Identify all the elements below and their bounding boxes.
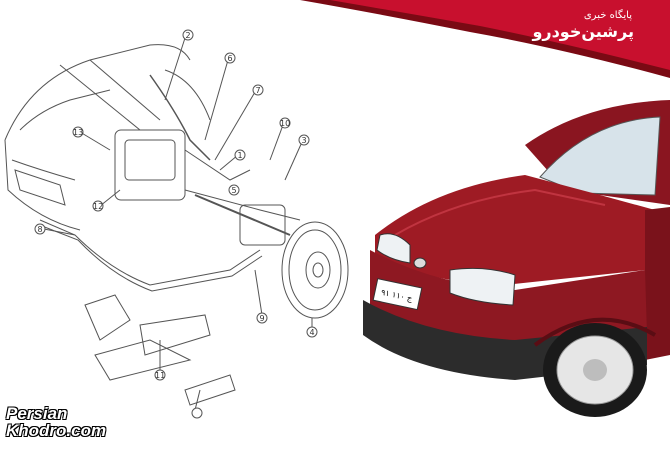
header-banner bbox=[300, 0, 670, 78]
callout-12: 12 bbox=[93, 202, 103, 211]
logo-line-2: Khodro.com bbox=[6, 421, 107, 440]
callout-9: 9 bbox=[260, 314, 265, 323]
callout-11: 11 bbox=[155, 371, 165, 380]
persiankhodro-logo: Persian Khodro.com bbox=[6, 405, 106, 439]
callout-8: 8 bbox=[38, 225, 43, 234]
callout-7: 7 bbox=[256, 86, 261, 95]
callout-1: 1 bbox=[238, 151, 243, 160]
callout-6: 6 bbox=[228, 54, 233, 63]
callout-10: 10 bbox=[280, 119, 290, 128]
callout-5: 5 bbox=[232, 186, 237, 195]
site-name: پرشین‌خودرو bbox=[532, 22, 634, 41]
logo-line-1: Persian bbox=[6, 404, 68, 423]
steering-diagram: 2 6 7 10 3 13 1 5 8 12 9 4 11 bbox=[4, 29, 349, 419]
callout-13: 13 bbox=[73, 128, 83, 137]
callout-2: 2 bbox=[186, 31, 191, 40]
site-tagline: پایگاه خبری bbox=[583, 10, 632, 21]
car-image: ۹۱ ۱۱۰ ج bbox=[363, 100, 670, 417]
callout-4: 4 bbox=[310, 328, 315, 337]
callout-3: 3 bbox=[302, 136, 307, 145]
